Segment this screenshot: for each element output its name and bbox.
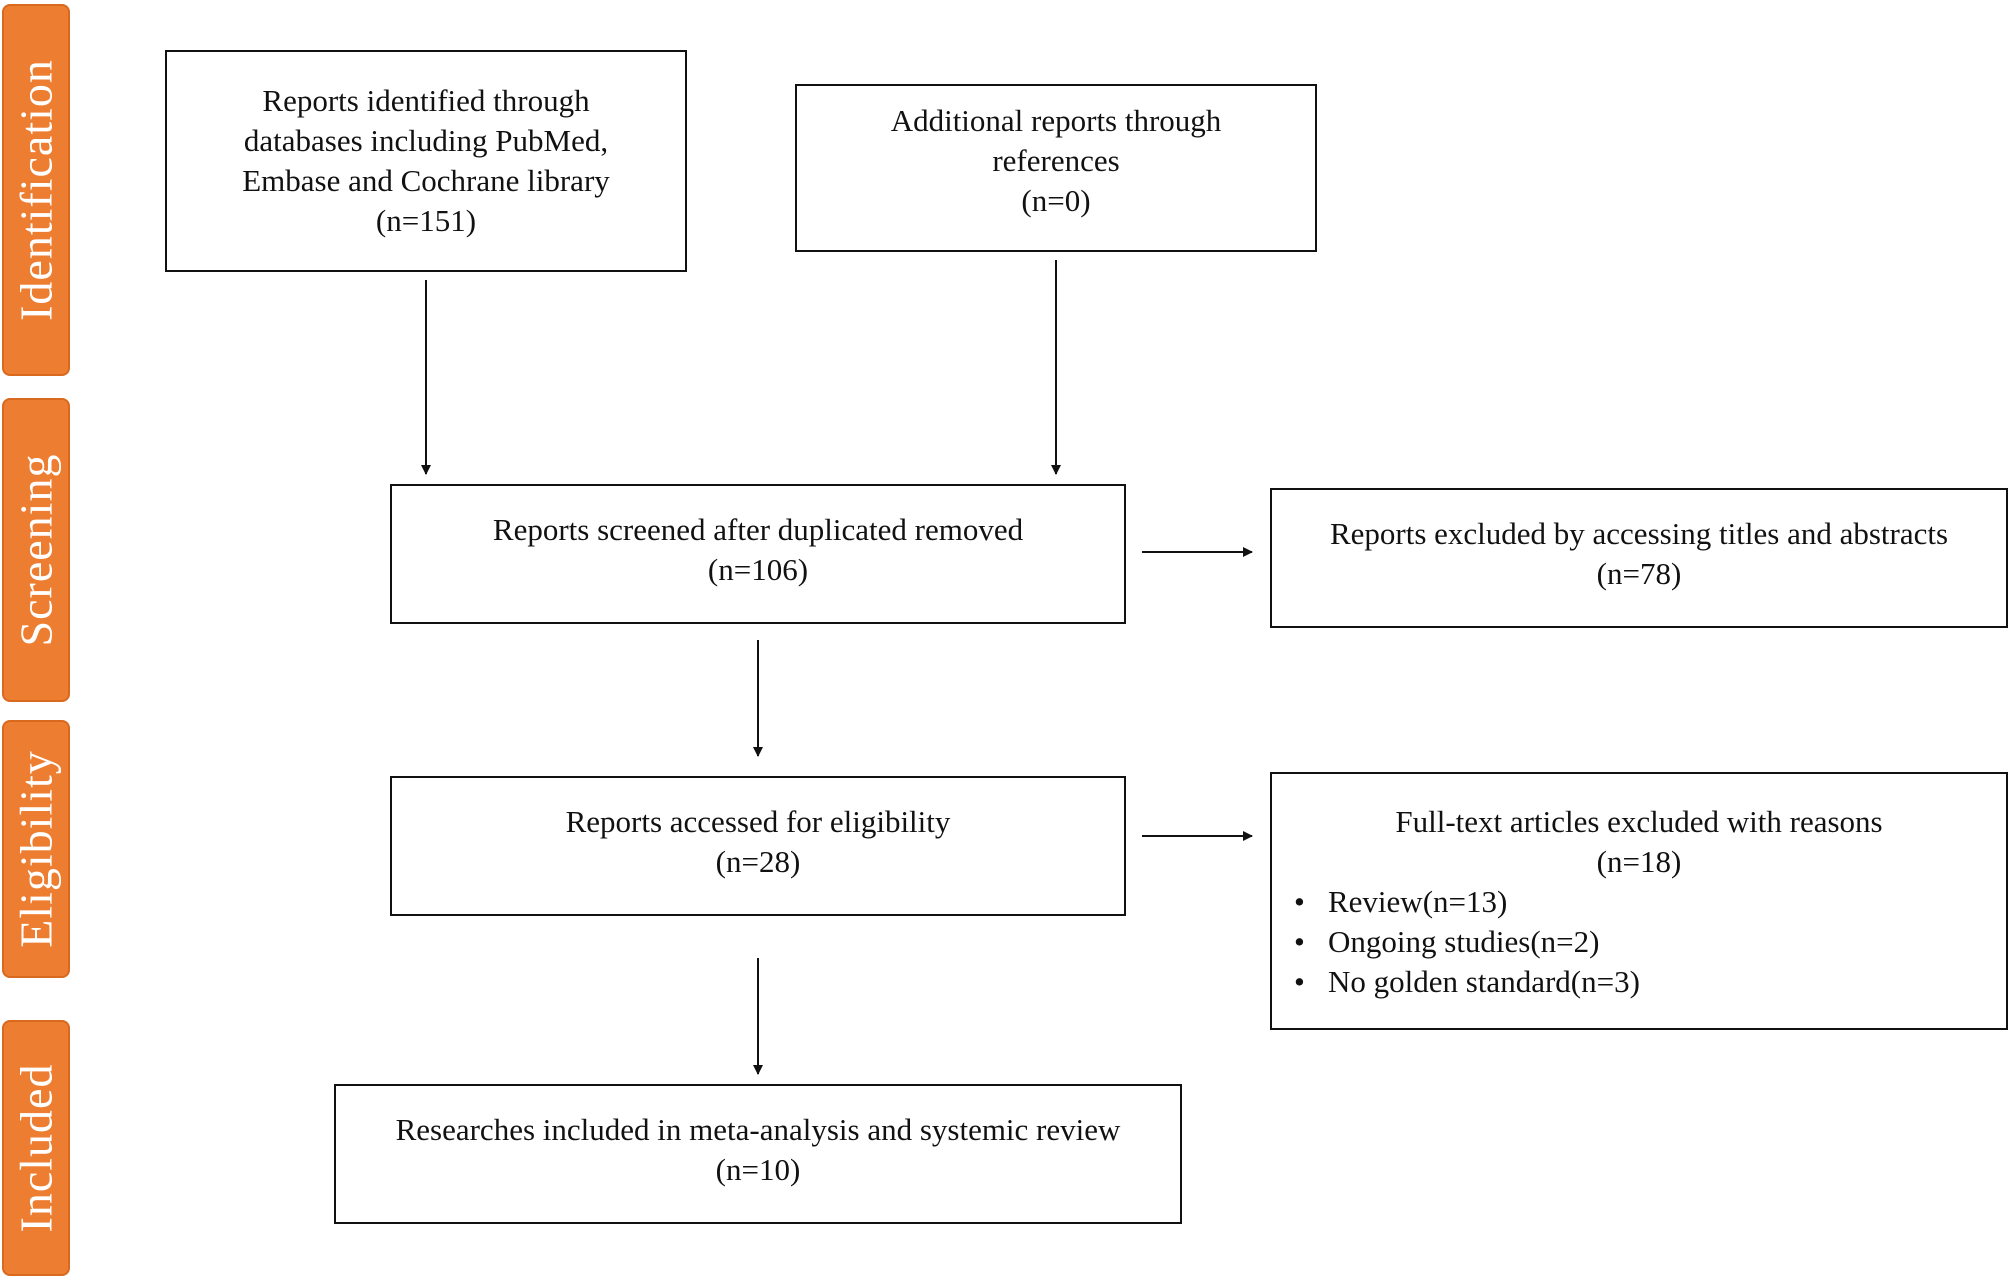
box-text-line: Researches included in meta-analysis and… [395, 1112, 1121, 1147]
box-count: (n=10) [715, 1152, 801, 1187]
box-text-line: references [992, 143, 1120, 178]
phase-tab-identification: Identification [2, 4, 70, 376]
reason-text: No golden standard(n=3) [1328, 964, 1640, 999]
box-excluded-titles-abstracts: Reports excluded by accessing titles and… [1270, 488, 2008, 628]
box-count: (n=106) [707, 552, 809, 587]
exclusion-reasons-list: • Review(n=13) • Ongoing studies(n=2) • … [1292, 882, 1640, 1002]
box-fulltext-excluded: Full-text articles excluded with reasons… [1270, 772, 2008, 1030]
phase-tab-eligibility: Eligibility [2, 720, 70, 978]
box-text-line: databases including PubMed, [243, 123, 609, 158]
phase-tab-screening: Screening [2, 398, 70, 702]
box-count: (n=28) [715, 844, 801, 879]
box-count: (n=18) [1596, 844, 1682, 879]
box-text-line: Reports screened after duplicated remove… [492, 512, 1024, 547]
reason-text: Review(n=13) [1328, 884, 1508, 919]
list-item: • Ongoing studies(n=2) [1292, 922, 1640, 962]
box-text-line: Reports accessed for eligibility [565, 804, 951, 839]
box-text-line: Additional reports through [890, 103, 1222, 138]
bullet-icon: • [1294, 884, 1305, 919]
box-text-line: Full-text articles excluded with reasons [1395, 804, 1883, 839]
box-count: (n=0) [1021, 183, 1091, 218]
box-databases-identified: Reports identified through databases inc… [165, 50, 687, 272]
phase-tab-included: Included [2, 1020, 70, 1276]
bullet-icon: • [1294, 924, 1305, 959]
box-text-line: Reports excluded by accessing titles and… [1329, 516, 1949, 551]
bullet-icon: • [1294, 964, 1305, 999]
box-count: (n=78) [1596, 556, 1682, 591]
box-additional-reports: Additional reports through references (n… [795, 84, 1317, 252]
box-reports-screened: Reports screened after duplicated remove… [390, 484, 1126, 624]
box-eligibility-assessed: Reports accessed for eligibility (n=28) [390, 776, 1126, 916]
list-item: • Review(n=13) [1292, 882, 1640, 922]
box-text-line: Reports identified through [262, 83, 590, 118]
box-count: (n=151) [375, 203, 477, 238]
reason-text: Ongoing studies(n=2) [1328, 924, 1600, 959]
list-item: • No golden standard(n=3) [1292, 962, 1640, 1002]
box-text-line: Embase and Cochrane library [242, 163, 610, 198]
box-researches-included: Researches included in meta-analysis and… [334, 1084, 1182, 1224]
